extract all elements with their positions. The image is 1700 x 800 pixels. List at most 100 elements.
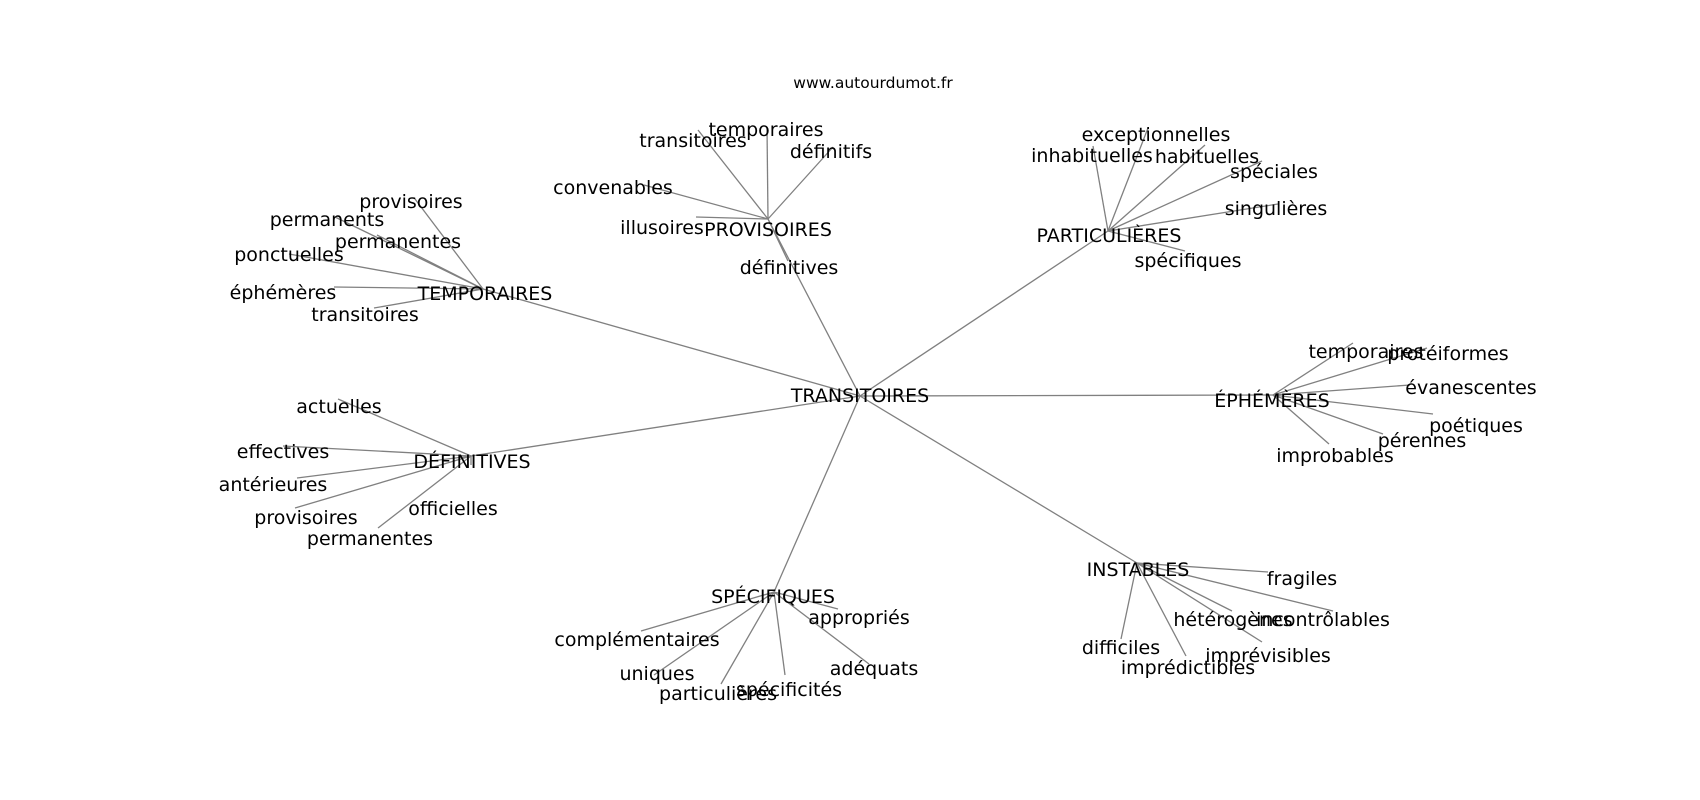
edge-hub-leaf bbox=[373, 288, 484, 309]
edge-hub-leaf bbox=[1107, 203, 1279, 232]
leaf-node: transitoires bbox=[639, 130, 746, 152]
edge-hub-leaf bbox=[720, 591, 775, 685]
leaf-node: illusoires bbox=[620, 217, 704, 239]
edge-hub-leaf bbox=[333, 286, 484, 290]
edge-hub-leaf bbox=[773, 591, 870, 665]
edge-hub-leaf bbox=[1272, 394, 1330, 445]
edge-hub-leaf bbox=[1272, 384, 1411, 396]
edge-hub-leaf bbox=[337, 398, 472, 457]
edge-hub-leaf bbox=[1092, 145, 1109, 232]
labels-layer: www.autourdumot.fr TRANSITOIRES transito… bbox=[219, 74, 1537, 705]
edge-hub-leaf bbox=[697, 129, 769, 220]
leaf-node: singulières bbox=[1225, 198, 1328, 220]
leaf-node: permanents bbox=[270, 209, 385, 231]
leaf-node: adéquats bbox=[830, 658, 919, 680]
edge-hub-leaf bbox=[294, 455, 472, 509]
edge-root-hub bbox=[482, 288, 861, 397]
hub-node: PARTICULIÈRES bbox=[1037, 224, 1182, 247]
leaf-node: spécificités bbox=[736, 679, 842, 701]
leaf-node: actuelles bbox=[296, 396, 381, 418]
edge-root-hub bbox=[773, 395, 861, 593]
leaf-node: hétérogènes bbox=[1173, 609, 1292, 631]
hub-node: TEMPORAIRES bbox=[417, 283, 553, 305]
edge-hub-leaf bbox=[1136, 562, 1263, 643]
edge-hub-leaf bbox=[773, 591, 839, 610]
edge-hub-leaf bbox=[1107, 230, 1186, 252]
edge-hub-leaf bbox=[288, 253, 484, 290]
edge-hub-leaf bbox=[377, 455, 472, 529]
leaf-node: ponctuelles bbox=[234, 244, 344, 266]
leaf-node: complémentaires bbox=[554, 629, 719, 651]
leaf-node: définitifs bbox=[790, 141, 872, 163]
leaf-node: imprédictibles bbox=[1121, 657, 1255, 679]
leaf-node: appropriés bbox=[808, 607, 910, 629]
edge-root-hub bbox=[470, 395, 861, 457]
leaf-node: inhabituelles bbox=[1031, 145, 1153, 167]
leaf-node: protéiformes bbox=[1387, 343, 1508, 365]
leaf-node: définitives bbox=[740, 257, 839, 279]
edge-hub-leaf bbox=[1272, 347, 1428, 396]
edge-hub-leaf bbox=[1136, 562, 1187, 657]
leaf-node: improbables bbox=[1276, 445, 1394, 467]
edge-hub-leaf bbox=[1272, 394, 1384, 435]
leaf-node: pérennes bbox=[1378, 430, 1467, 452]
edge-hub-leaf bbox=[282, 445, 472, 457]
edge-root-hub bbox=[859, 230, 1109, 397]
edge-hub-leaf bbox=[1136, 562, 1233, 612]
leaf-node: antérieures bbox=[219, 474, 328, 496]
edge-root-hub bbox=[859, 395, 1138, 564]
edge-hub-leaf bbox=[767, 146, 834, 220]
leaf-node: spécifiques bbox=[1134, 250, 1241, 272]
edge-hub-leaf bbox=[1107, 160, 1263, 232]
edge-hub-leaf bbox=[1107, 127, 1149, 232]
edge-hub-leaf bbox=[296, 455, 472, 479]
leaf-node: effectives bbox=[237, 441, 329, 463]
leaf-node: provisoires bbox=[254, 507, 357, 529]
hub-node: DÉFINITIVES bbox=[413, 450, 530, 473]
leaf-node: incontrôlables bbox=[1256, 609, 1390, 631]
leaf-node: permanentes bbox=[307, 528, 433, 550]
leaf-node: transitoires bbox=[311, 304, 418, 326]
edge-root-hub bbox=[767, 218, 861, 397]
root-node: TRANSITOIRES bbox=[790, 385, 929, 407]
leaf-node: spéciales bbox=[1230, 161, 1318, 183]
edge-hub-leaf bbox=[1120, 562, 1138, 640]
leaf-node: imprévisibles bbox=[1205, 645, 1331, 667]
edges-layer bbox=[282, 126, 1434, 685]
leaf-node: éphémères bbox=[230, 282, 337, 304]
leaf-node: temporaires bbox=[708, 119, 823, 141]
leaf-node: poétiques bbox=[1429, 415, 1523, 437]
leaf-node: uniques bbox=[619, 663, 694, 685]
edge-hub-leaf bbox=[1272, 342, 1354, 396]
edge-hub-leaf bbox=[1107, 144, 1206, 232]
leaf-node: provisoires bbox=[359, 191, 462, 213]
leaf-node: habituelles bbox=[1155, 146, 1259, 168]
leaf-node: temporaires bbox=[1308, 341, 1423, 363]
leaf-node: convenables bbox=[553, 177, 673, 199]
leaf-node: officielles bbox=[408, 498, 498, 520]
hub-node: SPÉCIFIQUES bbox=[711, 585, 835, 608]
source-label: www.autourdumot.fr bbox=[793, 74, 953, 92]
edge-hub-leaf bbox=[414, 198, 484, 290]
edge-hub-leaf bbox=[773, 591, 786, 676]
edge-root-hub bbox=[859, 394, 1274, 397]
edge-hub-leaf bbox=[640, 591, 775, 632]
leaf-node: exceptionnelles bbox=[1082, 124, 1231, 146]
edge-hub-leaf bbox=[643, 184, 769, 220]
leaf-node: évanescentes bbox=[1405, 377, 1536, 399]
leaf-node: fragiles bbox=[1267, 568, 1337, 590]
leaf-node: difficiles bbox=[1082, 637, 1160, 659]
edge-hub-leaf bbox=[1136, 562, 1269, 573]
hub-node: INSTABLES bbox=[1087, 559, 1190, 581]
hub-node: ÉPHÉMÈRES bbox=[1214, 389, 1329, 412]
edge-hub-leaf bbox=[767, 218, 789, 262]
edge-hub-leaf bbox=[1136, 562, 1334, 612]
leaf-node: particulières bbox=[659, 683, 777, 705]
edge-hub-leaf bbox=[653, 591, 775, 676]
leaf-node: permanentes bbox=[335, 231, 461, 253]
edge-hub-leaf bbox=[695, 216, 769, 220]
edge-hub-leaf bbox=[766, 126, 769, 220]
edge-hub-leaf bbox=[376, 234, 484, 290]
hub-node: PROVISOIRES bbox=[704, 219, 832, 241]
